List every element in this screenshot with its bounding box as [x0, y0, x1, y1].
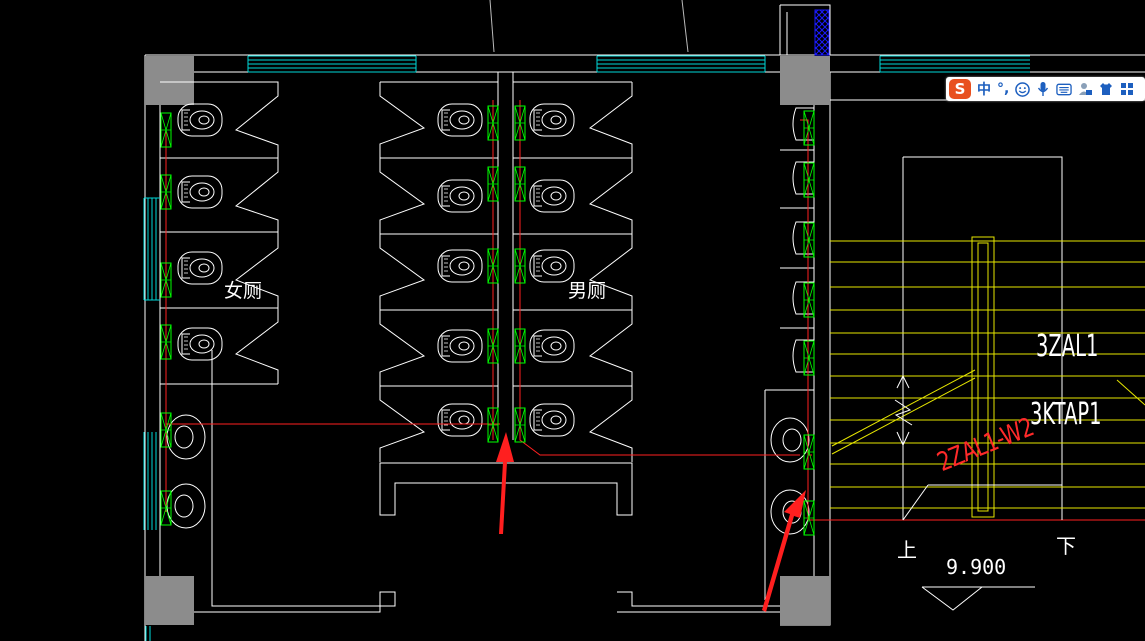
grid-icon[interactable]	[1119, 81, 1135, 97]
male-stalls-right	[513, 81, 633, 462]
user-icon[interactable]	[1077, 81, 1093, 97]
stair-arrow	[894, 374, 1062, 521]
ime-language-toggle[interactable]: 中	[977, 82, 991, 98]
stair-curve-line	[681, 0, 689, 53]
elevation-value: 9.900	[946, 555, 1007, 579]
urinals	[780, 107, 814, 373]
stair-down-label: 下	[1056, 534, 1076, 558]
sinks	[166, 414, 810, 535]
shirt-icon[interactable]	[1098, 81, 1114, 97]
male-stalls-left	[379, 81, 498, 462]
edge-lines	[145, 626, 151, 641]
female-restroom-label: 女厕	[224, 280, 263, 302]
circuit-label-3zal1: 3ZAL1	[1036, 329, 1099, 364]
structural-columns	[145, 56, 830, 625]
stair-treads	[830, 236, 1145, 518]
female-stalls	[160, 81, 279, 385]
red-arrow-annotation	[496, 432, 806, 612]
stair-up-label: 上	[897, 538, 917, 562]
keyboard-icon[interactable]	[1056, 81, 1073, 97]
stair-curve-line	[489, 0, 495, 53]
green-fixtures	[160, 105, 815, 536]
ime-punctuation-toggle[interactable]: °,	[997, 81, 1010, 97]
circuit-label-3ktap1: 3KTAP1	[1030, 397, 1102, 432]
sogou-logo-icon[interactable]: S	[949, 79, 971, 99]
hatched-column	[814, 9, 830, 56]
mic-icon[interactable]	[1035, 81, 1051, 97]
elevation-marker	[921, 586, 1035, 611]
male-restroom-label: 男厕	[568, 280, 607, 302]
stairwell	[902, 156, 1063, 520]
smile-icon[interactable]	[1014, 81, 1030, 97]
ime-toolbar[interactable]: S 中 °,	[946, 77, 1145, 101]
windows	[143, 55, 1030, 530]
